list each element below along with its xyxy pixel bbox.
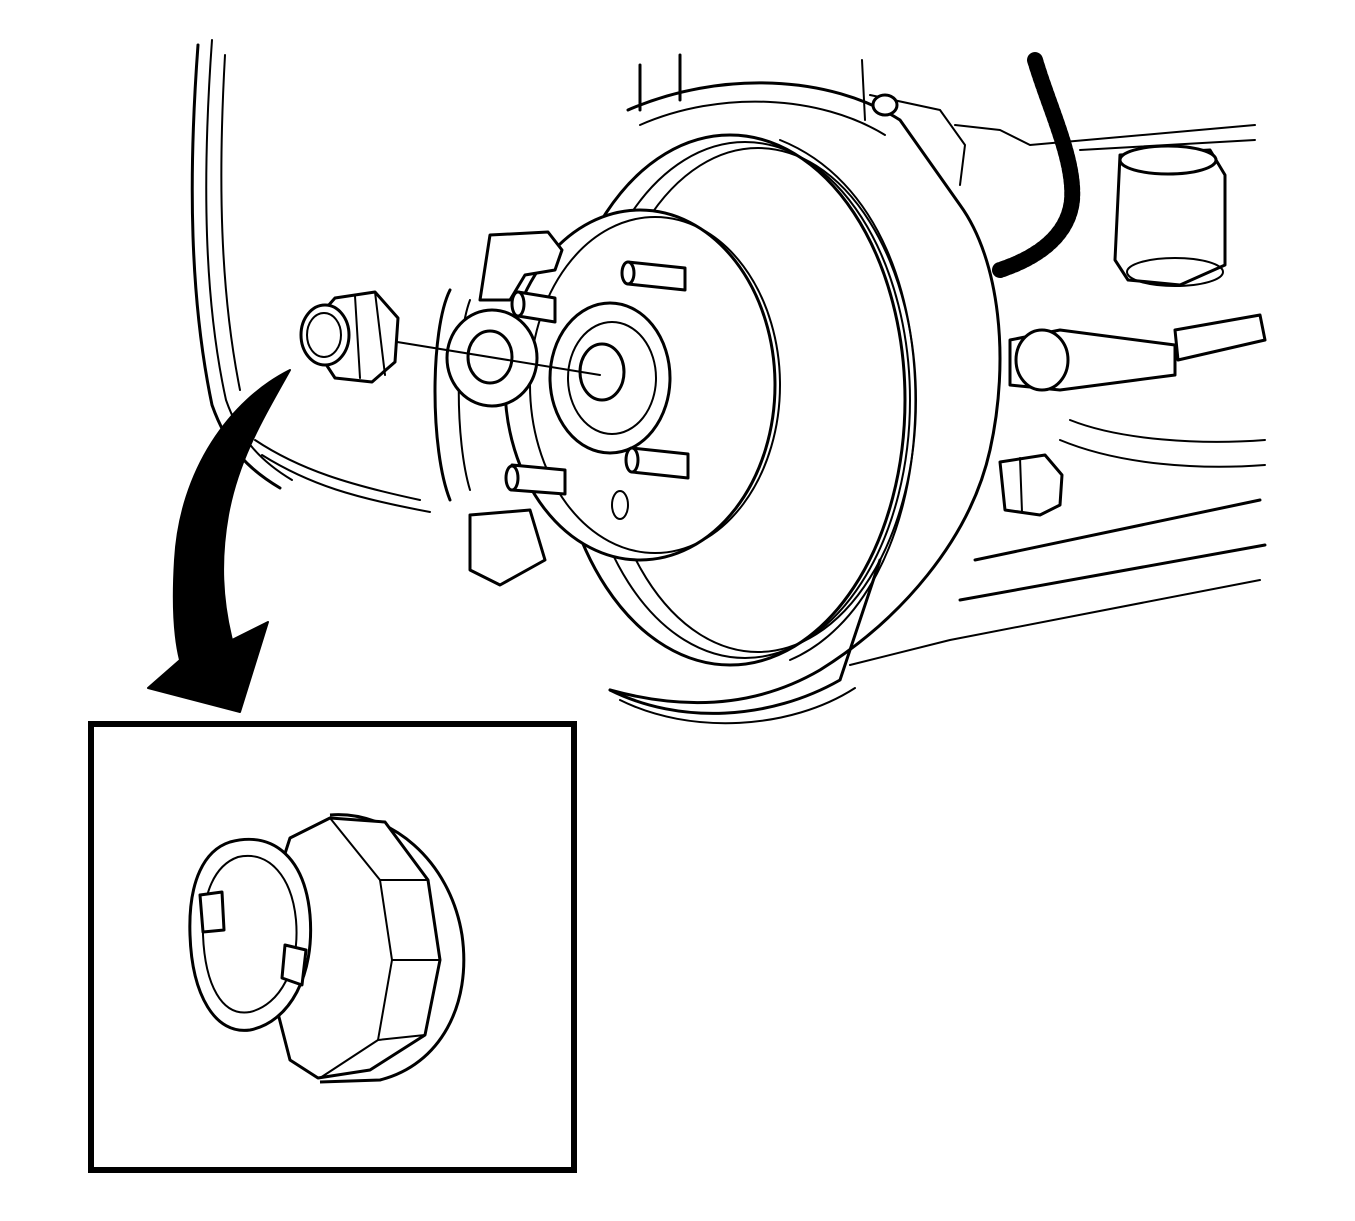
installation-axis-line <box>384 339 601 376</box>
detail-callout-arrow <box>147 369 291 713</box>
stabilizer-link-housing <box>1113 144 1227 287</box>
wheel-hub-nut <box>299 290 400 384</box>
brake-caliper-bracket <box>433 230 564 587</box>
nut-detail-view <box>88 721 577 1173</box>
splash-shield <box>608 81 1002 725</box>
fender-outline <box>190 39 431 513</box>
wheel-stud <box>510 290 557 324</box>
lower-control-arm <box>849 419 1267 666</box>
wheel-stud <box>620 260 687 292</box>
wheel-speed-sensor-harness <box>992 52 1081 278</box>
tie-rod-end <box>1008 313 1267 392</box>
wheel-stud <box>504 463 567 496</box>
wheel-stud <box>624 446 690 480</box>
wheel-studs <box>504 260 690 496</box>
hub-nut-detail <box>188 813 466 1084</box>
ball-joint-nut <box>998 453 1064 517</box>
